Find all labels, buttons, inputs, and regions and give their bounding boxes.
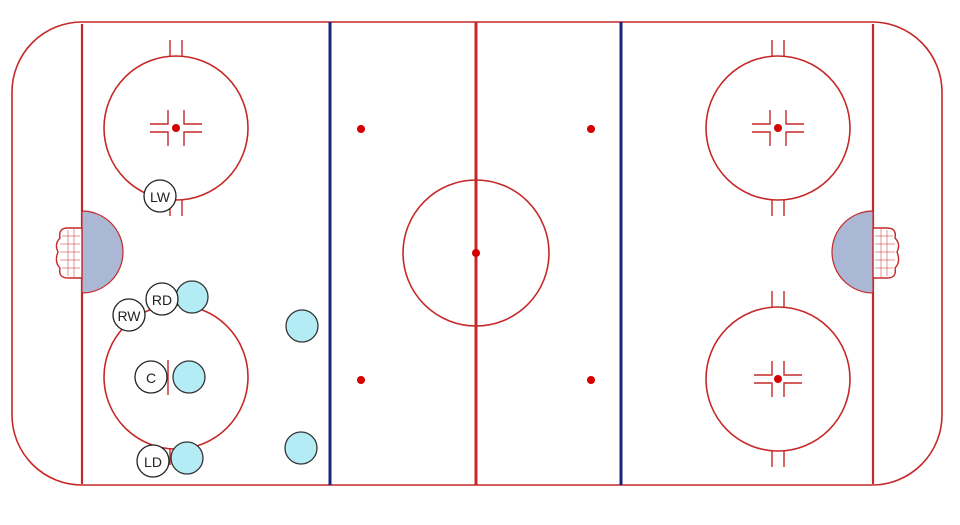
- neutral-dot-top-right: [587, 125, 595, 133]
- goal-crease-left: [81, 210, 124, 294]
- player-ld-label: LD: [144, 454, 162, 470]
- player-c: C: [134, 360, 168, 394]
- player-rw-label: RW: [117, 308, 141, 324]
- faceoff-circle-right-top: [705, 40, 851, 216]
- center-circle: [402, 179, 550, 327]
- opponent-player: [172, 360, 206, 394]
- goal-net-right: [872, 227, 900, 279]
- player-lw: LW: [143, 179, 177, 213]
- opponent-player: [285, 309, 319, 343]
- player-rw: RW: [112, 298, 146, 332]
- player-c-label: C: [146, 370, 156, 386]
- opponent-player: [284, 431, 318, 465]
- goal-crease-right: [831, 210, 874, 294]
- faceoff-circle-left-top: [103, 40, 249, 216]
- player-rd: RD: [145, 282, 179, 316]
- opponent-player: [170, 441, 204, 475]
- neutral-dot-bottom-right: [587, 376, 595, 384]
- neutral-dot-top-left: [357, 125, 365, 133]
- faceoff-circle-right-bottom: [705, 291, 851, 467]
- neutral-dot-bottom-left: [357, 376, 365, 384]
- center-faceoff-dot: [472, 249, 480, 257]
- goal-net-left: [55, 227, 83, 279]
- player-rd-label: RD: [152, 292, 172, 308]
- player-ld: LD: [136, 444, 170, 478]
- player-lw-label: LW: [150, 189, 171, 205]
- opponent-player: [175, 280, 209, 314]
